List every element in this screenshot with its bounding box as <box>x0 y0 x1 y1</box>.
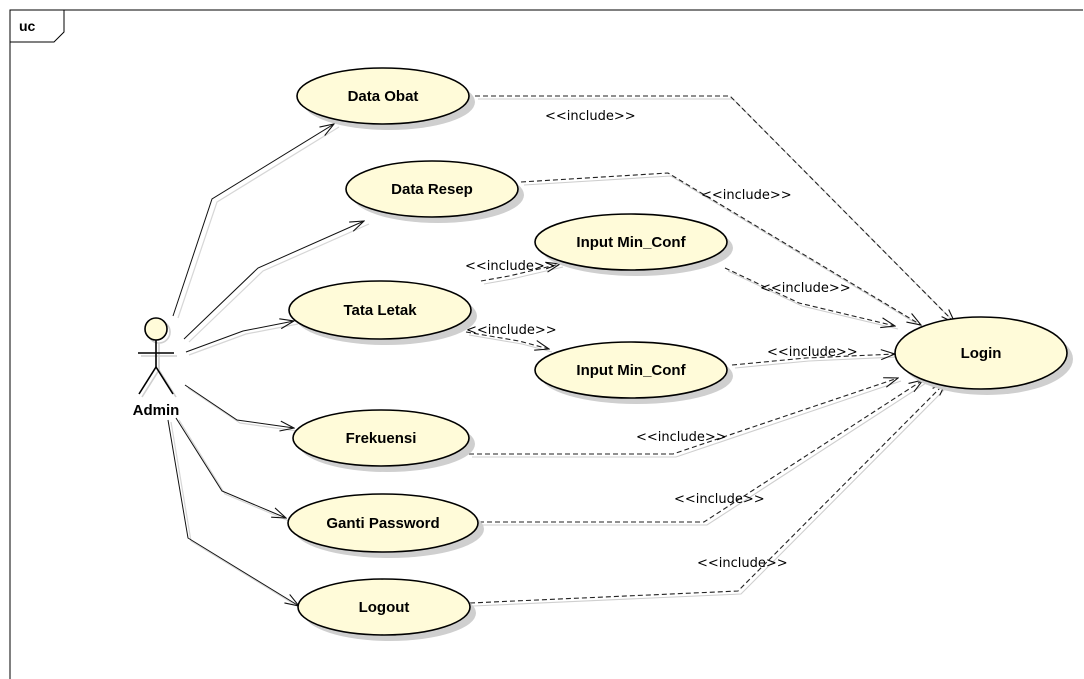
stick-figure-icon <box>138 317 174 395</box>
actor-name: Admin <box>133 402 180 419</box>
use-case-frekuensi[interactable]: Frekuensi <box>292 409 475 472</box>
include-line-logout <box>469 382 946 604</box>
association-data-obat <box>172 124 334 317</box>
include-label-data-obat: <<include>> <box>545 109 636 124</box>
use-case-data-obat[interactable]: Data Obat <box>296 67 475 130</box>
diagram-frame: uc <box>9 9 1083 679</box>
use-case-input-min-conf-2[interactable]: Input Min_Conf <box>534 341 733 404</box>
use-case-label: Input Min_Conf <box>576 234 686 251</box>
include-line-tata-input1 <box>480 264 560 282</box>
include-label-frekuensi: <<include>> <box>636 430 727 445</box>
include-line-frekuensi <box>469 378 898 455</box>
include-line-input1-login <box>724 267 895 326</box>
include-line-tata-input2 <box>465 331 549 349</box>
associations <box>167 124 370 610</box>
use-case-login[interactable]: Login <box>894 316 1073 395</box>
association-data-resep <box>183 221 364 340</box>
use-case-data-resep[interactable]: Data Resep <box>345 160 524 223</box>
include-label-logout: <<include>> <box>697 556 788 571</box>
use-case-label: Frekuensi <box>346 430 417 447</box>
frame-tag: uc <box>19 18 36 34</box>
include-label-data-resep: <<include>> <box>701 188 792 203</box>
use-case-label: Ganti Password <box>326 515 439 532</box>
include-label-tata-input1: <<include>> <box>465 259 556 274</box>
use-case-logout[interactable]: Logout <box>297 578 476 641</box>
use-case-label: Data Obat <box>348 88 419 105</box>
association-ganti-password <box>175 417 286 518</box>
include-line-input2-login <box>731 354 895 366</box>
include-label-ganti-password: <<include>> <box>674 492 765 507</box>
include-line-data-resep <box>520 172 921 325</box>
actor-admin[interactable]: Admin <box>133 317 180 419</box>
include-line-ganti-password <box>479 380 923 523</box>
use-case-input-min-conf-1[interactable]: Input Min_Conf <box>534 213 733 276</box>
include-label-tata-input2: <<include>> <box>466 323 557 338</box>
include-label-input2-login: <<include>> <box>767 345 858 360</box>
association-frekuensi <box>184 384 294 428</box>
use-case-tata-letak[interactable]: Tata Letak <box>288 280 477 345</box>
include-label-input1-login: <<include>> <box>760 281 851 296</box>
association-tata-letak <box>185 321 294 353</box>
association-logout <box>167 419 299 606</box>
include-line-data-obat <box>475 95 955 323</box>
include-dependencies <box>465 95 959 607</box>
use-case-label: Data Resep <box>391 181 473 198</box>
include-labels: <<include>> <<include>> <<include>> <<in… <box>465 109 858 571</box>
use-case-ganti-password[interactable]: Ganti Password <box>287 493 484 558</box>
use-case-label: Login <box>961 345 1002 362</box>
use-case-label: Input Min_Conf <box>576 362 686 379</box>
use-case-label: Logout <box>359 599 410 616</box>
use-case-label: Tata Letak <box>343 302 417 319</box>
